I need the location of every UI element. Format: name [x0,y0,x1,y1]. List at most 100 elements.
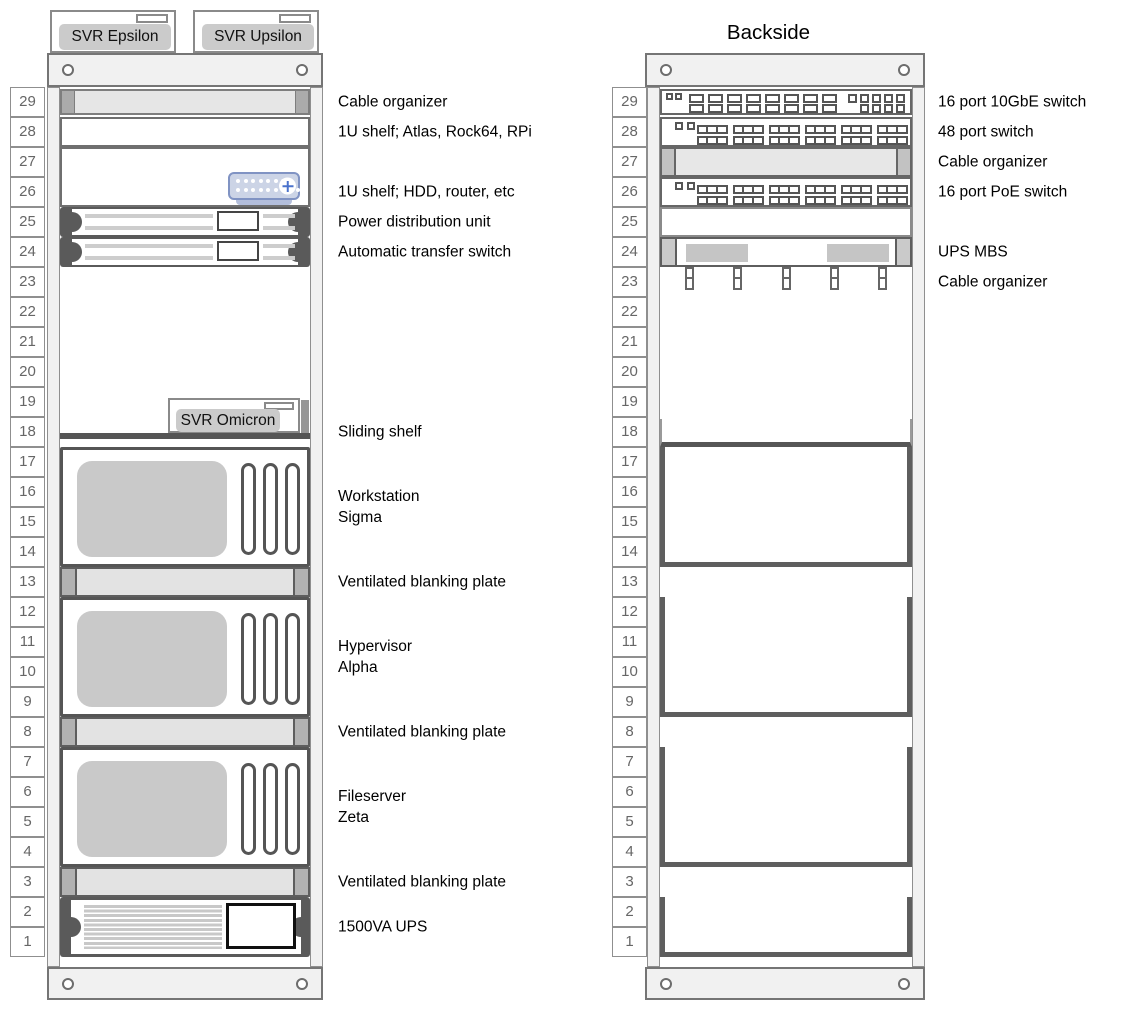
mounting-hole-icon [898,64,910,76]
unit-number: 12 [10,597,45,627]
equipment-label: Power distribution unit [338,213,491,231]
end-cap [662,239,677,265]
device-hypervisor-alpha[interactable] [60,597,310,717]
unit-number: 23 [612,267,647,297]
unit-number: 29 [612,87,647,117]
unit-number: 18 [10,417,45,447]
rj45-port-icon [784,94,799,103]
vent-grille [84,905,222,949]
device-48port-switch[interactable] [660,117,912,147]
display-window [217,241,259,261]
outlet-strip [263,244,295,248]
unit-number: 2 [612,897,647,927]
rj45-port-icon [727,104,742,113]
port-group-icon [733,196,764,205]
unit-number: 18 [612,417,647,447]
device-vent-plate[interactable] [60,717,310,747]
device-16port-10gbe-switch[interactable] [660,89,912,115]
unit-number: 27 [612,147,647,177]
equipment-label: UPS MBS [938,243,1008,261]
device-cable-organizer[interactable] [60,89,310,115]
device-automatic-transfer-switch[interactable] [60,237,310,267]
unit-number: 11 [612,627,647,657]
back-right-rail [912,87,925,967]
outlet-strip [85,244,213,248]
server-svr-omicron[interactable]: SVR Omicron [168,398,300,433]
cable-hook-icon [685,267,694,290]
end-cap [62,869,77,895]
port-group-icon [841,125,872,134]
device-16port-poe-switch[interactable] [660,177,912,207]
port-group-icon [697,125,728,134]
unit-number: 3 [10,867,45,897]
cable-hook-icon [830,267,839,290]
unit-number: 7 [612,747,647,777]
rear-chassis-ups [660,897,912,957]
server-svr-upsilon[interactable]: SVR Upsilon [193,10,319,53]
unit-number: 7 [10,747,45,777]
unit-number: 26 [612,177,647,207]
unit-number: 24 [612,237,647,267]
server-name-plate: SVR Epsilon [59,24,171,50]
device-cable-organizer-hooks[interactable] [660,267,912,297]
equipment-label: Automatic transfer switch [338,243,512,261]
device-1500va-ups[interactable] [60,897,310,957]
device-workstation-sigma[interactable] [60,447,310,567]
port-group-icon [769,125,800,134]
mounting-hole-icon [62,64,74,76]
ear-icon [291,917,301,937]
device-vent-plate[interactable] [60,867,310,897]
rear-sliding-shelf [660,419,912,447]
end-cap [62,91,75,113]
device-1u-shelf-hdd-router[interactable] [60,147,310,207]
equipment-label: 1U shelf; Atlas, Rock64, RPi [338,123,532,141]
sfp-port-icon [872,94,881,103]
move-handle-icon[interactable] [279,177,296,195]
unit-number: 25 [612,207,647,237]
port-group-icon [697,136,728,145]
drive-bay-icon [285,613,300,705]
sfp-port-icon [896,94,905,103]
ear-icon [288,242,298,262]
unit-number: 26 [10,177,45,207]
device-power-distribution-unit[interactable] [60,207,310,237]
outlet-strip [85,226,213,230]
device-fileserver-zeta[interactable] [60,747,310,867]
unit-number: 22 [10,297,45,327]
rj45-port-icon [746,104,761,113]
mini-router-device-selected[interactable] [228,172,300,200]
unit-number: 21 [10,327,45,357]
unit-number: 13 [10,567,45,597]
cable-hook-icon [878,267,887,290]
device-sliding-shelf[interactable] [60,433,310,439]
drive-bay-icon [285,463,300,555]
device-vent-plate[interactable] [60,567,310,597]
server-svr-epsilon[interactable]: SVR Epsilon [50,10,176,53]
end-cap [293,869,308,895]
mounting-hole-icon [62,978,74,990]
device-blank-plate-rear[interactable] [660,207,912,237]
unit-number: 24 [10,237,45,267]
device-cable-organizer[interactable] [660,147,912,177]
equipment-label: 16 port 10GbE switch [938,93,1087,111]
back-bottom-rail [645,967,925,1000]
port-group-icon [733,125,764,134]
equipment-label: Cable organizer [938,273,1048,291]
drive-bay-icon [241,463,256,555]
mounting-hole-icon [296,978,308,990]
unit-number: 1 [10,927,45,957]
unit-number: 15 [10,507,45,537]
unit-number: 20 [10,357,45,387]
port-group-icon [769,196,800,205]
unit-number: 10 [10,657,45,687]
device-1u-shelf-atlas[interactable] [60,117,310,147]
drive-bay-icon [263,463,278,555]
unit-number: 19 [612,387,647,417]
outlet-strip [263,256,295,260]
mgmt-port-icon [666,93,673,100]
pdu-faceplate [72,209,298,235]
device-ups-mbs[interactable] [660,237,912,267]
unit-number: 14 [612,537,647,567]
